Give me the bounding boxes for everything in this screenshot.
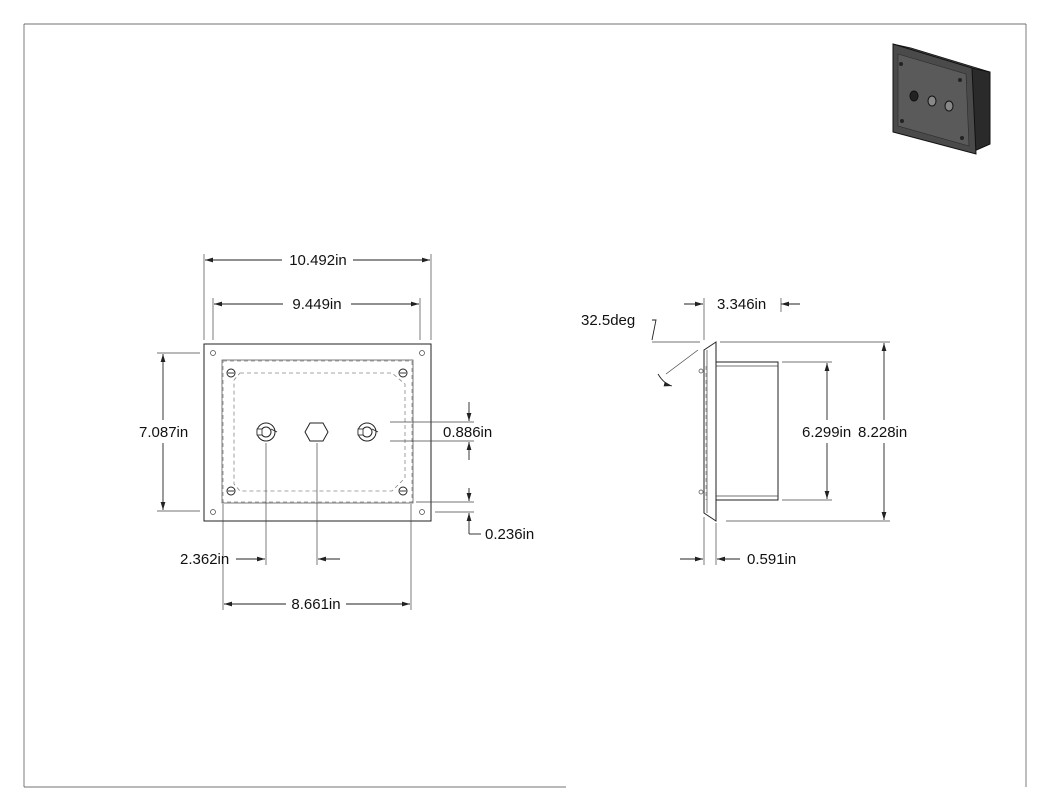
dim-depth: 3.346in: [717, 296, 766, 313]
dim-flange-thickness: 0.591in: [747, 551, 796, 568]
toggle-knob-left: [256, 422, 278, 442]
dim-angle: 32.5deg: [581, 312, 635, 329]
side-view: 32.5deg 3.346in 6.299in 8.228in 0.591in: [581, 296, 907, 568]
dim-body-height: 6.299in: [802, 424, 851, 441]
dim-inner-width: 9.449in: [292, 296, 341, 313]
dim-overall-width: 10.492in: [289, 252, 347, 269]
dim-spacing: 0.886in: [443, 424, 492, 441]
dim-offset: 0.236in: [485, 526, 534, 543]
toggle-knob-right: [357, 422, 379, 442]
dim-hole-offset: 2.362in: [180, 551, 229, 568]
screw-icon: [226, 368, 408, 496]
front-view: 10.492in 9.449in 7.087in 0.886in 0.236in…: [139, 252, 534, 613]
dim-hole-spacing: 8.661in: [291, 596, 340, 613]
isometric-enclosure-view: [892, 43, 991, 155]
center-button: [304, 422, 329, 442]
sheet-border: [23, 23, 1027, 788]
dim-side-overall-height: 8.228in: [858, 424, 907, 441]
dim-overall-height: 7.087in: [139, 424, 188, 441]
